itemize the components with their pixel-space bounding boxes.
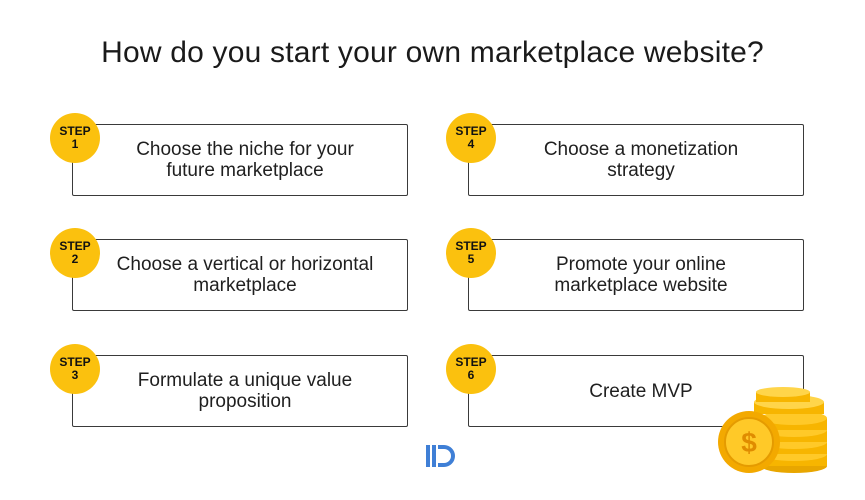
brand-logo-icon xyxy=(426,445,455,467)
step-number: 2 xyxy=(71,252,79,266)
step-number: 3 xyxy=(71,368,79,382)
step-label: STEP xyxy=(455,355,487,369)
step-badge: STEP 6 xyxy=(446,344,496,394)
step-4-card: Choose a monetization strategy STEP 4 xyxy=(446,113,804,196)
step-text: Choose a vertical or horizontal marketpl… xyxy=(116,254,374,296)
step-box: Formulate a unique value proposition xyxy=(72,355,408,427)
step-text: Create MVP xyxy=(589,380,693,402)
step-label: STEP xyxy=(59,355,91,369)
step-number: 5 xyxy=(467,252,475,266)
step-box: Choose the niche for your future marketp… xyxy=(72,124,408,196)
step-box: Choose a monetization strategy xyxy=(468,124,804,196)
step-1-card: Choose the niche for your future marketp… xyxy=(50,113,408,196)
step-badge: STEP 5 xyxy=(446,228,496,278)
step-5-card: Promote your online marketplace website … xyxy=(446,228,804,311)
step-text: Choose a monetization strategy xyxy=(543,139,739,181)
step-text: Choose the niche for your future marketp… xyxy=(136,139,354,181)
coin-symbol: $ xyxy=(741,427,757,458)
step-number: 6 xyxy=(467,368,475,382)
step-text: Promote your online marketplace website xyxy=(554,254,728,296)
step-number: 1 xyxy=(71,137,79,151)
step-3-card: Formulate a unique value proposition STE… xyxy=(50,344,408,427)
step-box: Promote your online marketplace website xyxy=(468,239,804,311)
step-label: STEP xyxy=(59,239,91,253)
step-label: STEP xyxy=(455,239,487,253)
page-title: How do you start your own marketplace we… xyxy=(101,36,764,69)
step-label: STEP xyxy=(455,124,487,138)
step-badge: STEP 1 xyxy=(50,113,100,163)
step-badge: STEP 4 xyxy=(446,113,496,163)
step-2-card: Choose a vertical or horizontal marketpl… xyxy=(50,228,408,311)
step-label: STEP xyxy=(59,124,91,138)
step-box: Choose a vertical or horizontal marketpl… xyxy=(72,239,408,311)
step-badge: STEP 3 xyxy=(50,344,100,394)
step-text: Formulate a unique value proposition xyxy=(137,370,353,412)
step-number: 4 xyxy=(467,137,475,151)
coin-stack-icon: $ xyxy=(718,387,827,473)
step-badge: STEP 2 xyxy=(50,228,100,278)
